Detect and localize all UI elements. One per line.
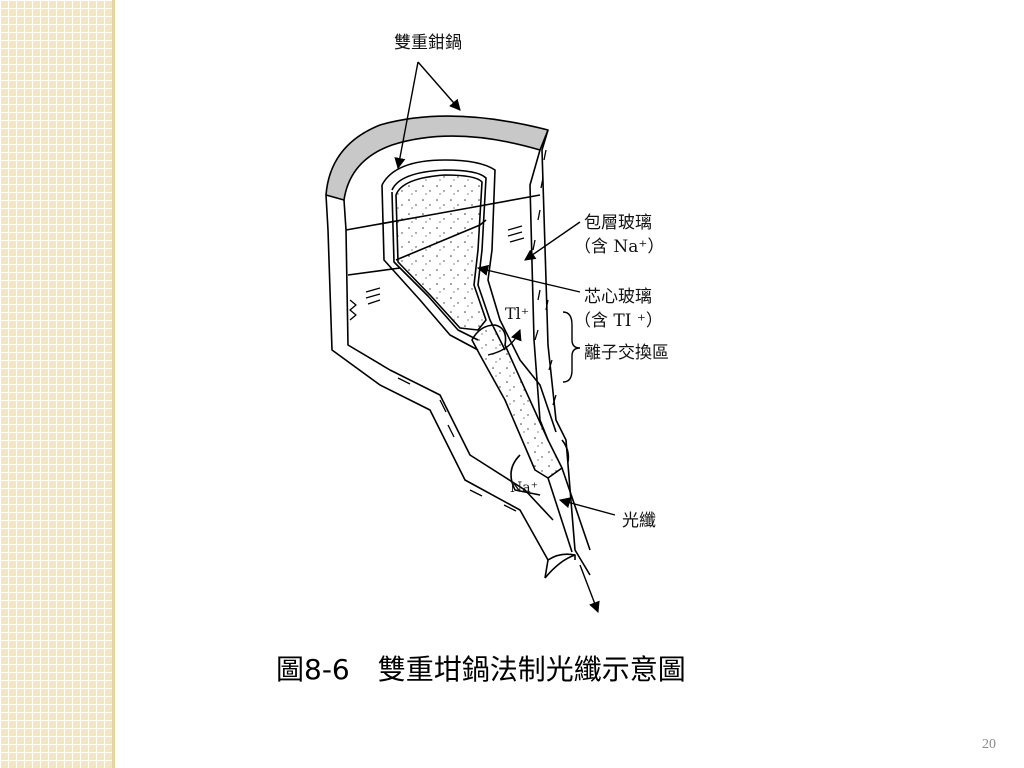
arrow-core: [476, 264, 581, 293]
arrow-ion-curve: [487, 328, 522, 356]
sidebar-edge: [112, 0, 115, 768]
arrow-crucible-inner: [394, 61, 419, 170]
arrow-fiber: [558, 497, 616, 516]
arrow-cladding: [524, 221, 581, 261]
arrow-draw-down: [579, 564, 600, 614]
label-cladding-na: （含 Na⁺）: [574, 237, 665, 257]
label-fiber: 光纖: [622, 511, 656, 531]
inner-crucible: [381, 159, 557, 433]
label-core-tl: （含 TI ⁺）: [574, 311, 663, 331]
label-ion-exchange: 離子交換區: [584, 343, 669, 363]
fiber-strand: [547, 477, 573, 553]
label-cladding-glass: 包層玻璃: [584, 213, 652, 233]
drawn-core: [471, 324, 563, 479]
figure-caption: 圖8-6 雙重坩鍋法制光纖示意圖: [276, 653, 686, 686]
label-core-glass: 芯心玻璃: [584, 287, 652, 307]
label-double-crucible: 雙重鉗鍋: [394, 33, 462, 53]
outer-crucible-left-wall: [325, 194, 549, 579]
arrow-crucible-outer: [417, 61, 461, 111]
core-glass: [395, 174, 487, 331]
label-tl-ion: Tl⁺: [505, 304, 530, 323]
outer-crucible-rim: [325, 115, 549, 201]
label-na-ion: Na⁺: [510, 480, 538, 496]
ion-exchange-brace: [562, 311, 581, 383]
outer-crucible-right-wall: [541, 129, 591, 576]
decorative-grid-sidebar: [0, 0, 112, 768]
page-number: 20: [982, 737, 996, 752]
